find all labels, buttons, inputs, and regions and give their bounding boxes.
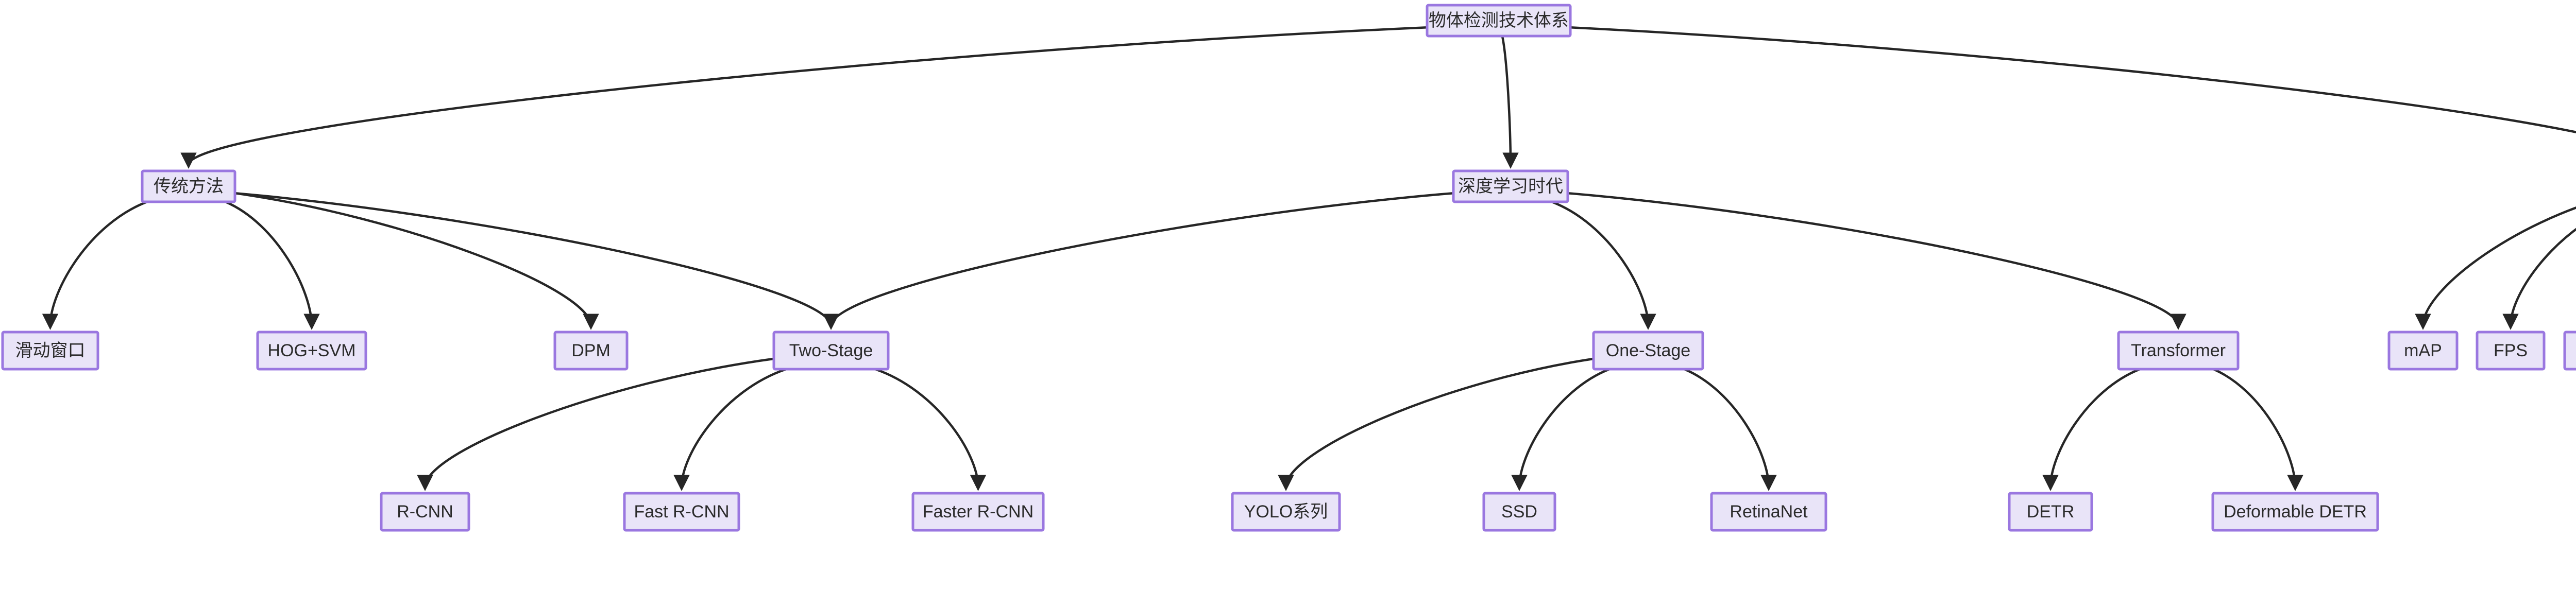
node-label-onestage: One-Stage (1606, 341, 1690, 360)
node-map[interactable]: mAP (2387, 331, 2459, 371)
node-label-dpm: DPM (571, 341, 611, 360)
edge-onestage-to-ssd (1511, 368, 1610, 491)
node-box-dpm[interactable] (553, 331, 629, 371)
edge-twostage-to-rcnn (417, 357, 774, 491)
edge-traditional-to-twostage (234, 192, 839, 330)
edge-eval-to-fps (2502, 228, 2576, 330)
node-twostage[interactable]: Two-Stage (772, 331, 890, 371)
node-label-hogsvm: HOG+SVM (268, 341, 356, 360)
edges-layer (42, 26, 2576, 491)
node-box-ssd[interactable] (1482, 492, 1556, 532)
node-label-defdetr: Deformable DETR (2224, 502, 2367, 522)
edge-traditional-to-sliding (42, 200, 148, 330)
node-box-detr[interactable] (2008, 492, 2093, 532)
edge-twostage-to-fasterrcnn (874, 368, 987, 491)
node-label-rcnn: R-CNN (397, 502, 453, 522)
node-box-twostage[interactable] (772, 331, 890, 371)
node-box-fastrcnn[interactable] (623, 492, 740, 532)
edge-deep-to-transformer (1567, 192, 2187, 330)
node-deep[interactable]: 深度学习时代 (1452, 169, 1569, 203)
node-label-retinanet: RetinaNet (1730, 502, 1808, 522)
edge-root-to-eval (1570, 26, 2576, 133)
node-detr[interactable]: DETR (2008, 492, 2093, 532)
node-onestage[interactable]: One-Stage (1592, 331, 1704, 371)
node-label-sliding: 滑动窗口 (15, 341, 86, 360)
edge-eval-to-map (2415, 206, 2576, 330)
edge-traditional-to-hogsvm (225, 200, 320, 330)
node-box-root[interactable] (1426, 4, 1572, 38)
node-box-deep[interactable] (1452, 169, 1569, 203)
edge-deep-to-onestage (1551, 200, 1656, 330)
node-label-map: mAP (2404, 341, 2442, 360)
edge-deep-to-twostage (823, 192, 1454, 330)
node-box-defdetr[interactable] (2211, 492, 2379, 532)
node-label-deep: 深度学习时代 (1458, 177, 1563, 196)
edge-traditional-to-dpm (234, 192, 599, 330)
node-box-traditional[interactable] (141, 169, 236, 203)
node-box-transformer[interactable] (2117, 331, 2240, 371)
node-fps[interactable]: FPS (2476, 331, 2546, 371)
node-label-yolo: YOLO系列 (1244, 502, 1328, 522)
edge-transformer-to-defdetr (2213, 368, 2303, 491)
node-retinanet[interactable]: RetinaNet (1710, 492, 1827, 532)
edge-onestage-to-retinanet (1684, 368, 1777, 491)
node-label-fasterrcnn: Faster R-CNN (923, 502, 1033, 522)
node-transformer[interactable]: Transformer (2117, 331, 2240, 371)
node-defdetr[interactable]: Deformable DETR (2211, 492, 2379, 532)
node-hogsvm[interactable]: HOG+SVM (256, 331, 367, 371)
node-label-root: 物体检测技术体系 (1429, 11, 1569, 30)
node-label-detr: DETR (2027, 502, 2075, 522)
edge-root-to-traditional (180, 26, 1428, 169)
node-rcnn[interactable]: R-CNN (380, 492, 470, 532)
node-traditional[interactable]: 传统方法 (141, 169, 236, 203)
node-box-params[interactable] (2563, 331, 2576, 371)
node-sliding[interactable]: 滑动窗口 (1, 331, 99, 371)
node-box-map[interactable] (2387, 331, 2459, 371)
node-fasterrcnn[interactable]: Faster R-CNN (911, 492, 1045, 532)
node-box-fasterrcnn[interactable] (911, 492, 1045, 532)
node-box-fps[interactable] (2476, 331, 2546, 371)
edge-root-to-deep (1501, 36, 1519, 169)
node-root[interactable]: 物体检测技术体系 (1426, 4, 1572, 38)
node-dpm[interactable]: DPM (553, 331, 629, 371)
edge-twostage-to-fastrcnn (673, 368, 787, 491)
node-ssd[interactable]: SSD (1482, 492, 1556, 532)
node-yolo[interactable]: YOLO系列 (1231, 492, 1341, 532)
node-label-ssd: SSD (1501, 502, 1537, 522)
node-label-transformer: Transformer (2131, 341, 2226, 360)
node-label-fastrcnn: Fast R-CNN (634, 502, 729, 522)
node-box-yolo[interactable] (1231, 492, 1341, 532)
node-box-retinanet[interactable] (1710, 492, 1827, 532)
edge-onestage-to-yolo (1278, 357, 1594, 491)
edge-transformer-to-detr (2042, 368, 2141, 491)
node-label-twostage: Two-Stage (789, 341, 873, 360)
node-box-hogsvm[interactable] (256, 331, 367, 371)
node-label-fps: FPS (2494, 341, 2528, 360)
node-fastrcnn[interactable]: Fast R-CNN (623, 492, 740, 532)
node-box-rcnn[interactable] (380, 492, 470, 532)
node-box-onestage[interactable] (1592, 331, 1704, 371)
nodes-layer: 物体检测技术体系传统方法深度学习时代评估体系滑动窗口HOG+SVMDPMTwo-… (1, 4, 2576, 532)
node-box-sliding[interactable] (1, 331, 99, 371)
node-params[interactable]: 参数量 (2563, 331, 2576, 371)
node-label-traditional: 传统方法 (154, 177, 224, 196)
